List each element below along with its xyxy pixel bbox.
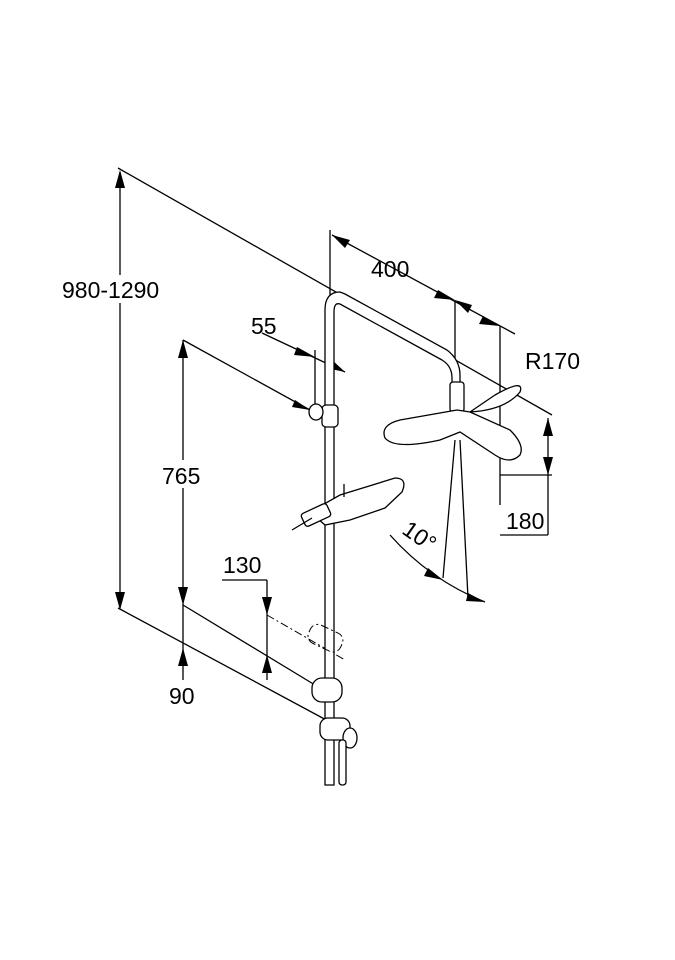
shower-rail: [308, 291, 465, 786]
wall-offset-label: 55: [251, 313, 277, 339]
hand-shower: [291, 477, 405, 531]
bottom-offset-label: 90: [169, 683, 195, 709]
head-height-label: 180: [506, 508, 544, 534]
holder-offset-label: 130: [223, 552, 261, 578]
arm-length-label: 400: [371, 256, 409, 282]
rail-height-label: 765: [162, 463, 200, 489]
total-height-label: 980-1290: [62, 277, 159, 303]
overhead-shower-head: [383, 385, 522, 461]
head-radius-label: R170: [525, 348, 580, 374]
holder-and-valve: [307, 623, 358, 786]
